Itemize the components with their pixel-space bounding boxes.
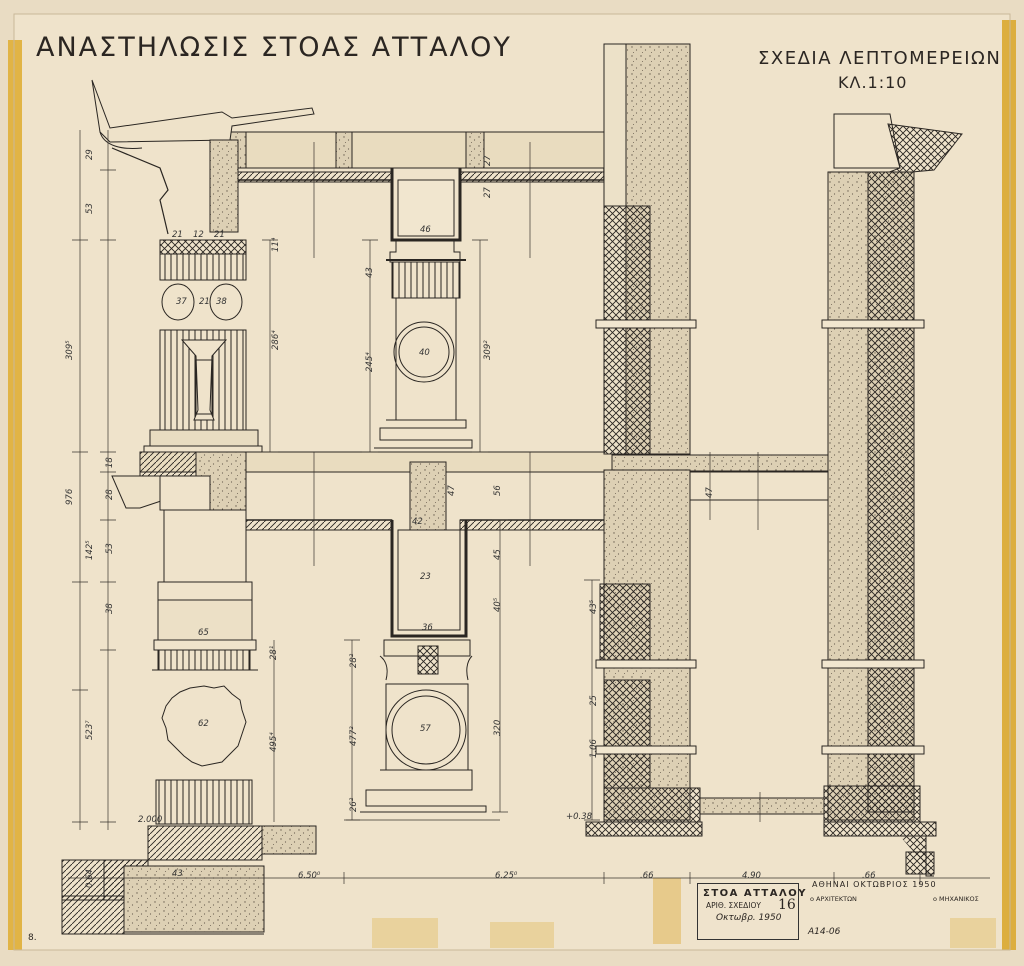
dim-label: 309⁵ bbox=[65, 340, 75, 360]
dim-label: 25 bbox=[589, 695, 599, 706]
dim-label: .66 bbox=[640, 871, 654, 881]
dim-label: 43⁵ bbox=[589, 599, 599, 614]
dim-label: 27 bbox=[483, 155, 493, 166]
dim-label: 56 bbox=[493, 485, 503, 496]
drawing-scale: ΚΛ.1:10 bbox=[838, 73, 908, 92]
dim-label: 53 bbox=[105, 543, 115, 554]
dim-label: 38 bbox=[105, 603, 115, 614]
dim-label: .66 bbox=[862, 871, 876, 881]
dim-label: 45 bbox=[493, 549, 503, 560]
dim-label: 495⁴ bbox=[269, 732, 279, 752]
dim-label: 26² bbox=[349, 797, 359, 812]
dim-label: 38 bbox=[216, 297, 227, 307]
dim-label: 47 bbox=[705, 487, 715, 498]
sheet-number: 8. bbox=[28, 933, 37, 943]
dim-label: 309² bbox=[483, 340, 493, 360]
dim-label: 23 bbox=[420, 572, 431, 582]
dim-label: 47 bbox=[447, 485, 457, 496]
dim-label: 28¹ bbox=[269, 645, 279, 660]
dim-label: 245⁴ bbox=[365, 352, 375, 372]
dim-label: 6.25⁰ bbox=[495, 871, 518, 881]
dim-label: 43 bbox=[172, 869, 183, 879]
drawing-title: ΑΝΑΣΤΗΛΩΣΙΣ ΣΤΟΑΣ ΑΤΤΑΛΟΥ bbox=[36, 32, 512, 63]
dim-label: 2.000 bbox=[138, 815, 163, 825]
dim-label: 28 bbox=[105, 489, 115, 500]
dim-label: 976 bbox=[65, 488, 75, 505]
dim-label: 27 bbox=[483, 187, 493, 198]
dim-label: 29 bbox=[85, 149, 95, 160]
title-block-drawing-no: 16 bbox=[778, 897, 796, 913]
dim-label: 0.64 bbox=[85, 869, 95, 888]
dim-label: 11⁴ bbox=[271, 237, 281, 252]
dim-label: 12 bbox=[193, 230, 204, 240]
engineer-label: ο ΜΗΧΑΝΙΚΟΣ bbox=[933, 895, 979, 903]
dim-label: 62 bbox=[198, 719, 209, 729]
dim-label: 53 bbox=[85, 203, 95, 214]
title-block-drawing-no-label: ΑΡΙΘ. ΣΧΕΔΙΟΥ bbox=[706, 901, 761, 910]
dim-label: 40 bbox=[419, 348, 430, 358]
dim-label: 286⁴ bbox=[271, 330, 281, 350]
title-block bbox=[697, 883, 799, 940]
dim-label: 4.90 bbox=[742, 871, 761, 881]
title-block-name: ΣΤΟΑ ΑΤΤΑΛΟΥ bbox=[703, 888, 807, 899]
dim-label: 40⁵ bbox=[493, 597, 503, 612]
dim-label: 21 bbox=[172, 230, 183, 240]
dim-label: 46 bbox=[420, 225, 431, 235]
dim-label: 6.50⁰ bbox=[298, 871, 321, 881]
dim-label: 21 bbox=[199, 297, 210, 307]
dim-label: 523⁷ bbox=[85, 720, 95, 740]
dim-label: 28² bbox=[349, 653, 359, 668]
dim-label: 320 bbox=[493, 719, 503, 736]
dim-label: 21 bbox=[214, 230, 225, 240]
dim-label: 36 bbox=[422, 623, 433, 633]
dim-label: 1.06 bbox=[589, 739, 599, 758]
dim-label: 142⁵ bbox=[85, 540, 95, 560]
architect-label: ο ΑΡΧΙΤΕΚΤΩΝ bbox=[810, 895, 857, 903]
archive-code: A14-06 bbox=[808, 927, 841, 937]
dim-label: 65 bbox=[198, 628, 209, 638]
dim-label: 57 bbox=[420, 724, 431, 734]
dim-label: 43 bbox=[365, 267, 375, 278]
place-date: ΑΘΗΝΑΙ ΟΚΤΩΒΡΙΟΣ 1950 bbox=[812, 880, 937, 889]
dim-label: 37 bbox=[176, 297, 187, 307]
title-block-date: Οκτωβρ. 1950 bbox=[716, 913, 782, 923]
dim-label: 42 bbox=[412, 517, 423, 527]
dim-label: 18 bbox=[105, 457, 115, 468]
dim-label: 477² bbox=[349, 726, 359, 746]
dim-label: +0.38 bbox=[566, 812, 593, 822]
drawing-subtitle: ΣΧΕΔΙΑ ΛΕΠΤΟΜΕΡΕΙΩΝ bbox=[758, 48, 1002, 69]
